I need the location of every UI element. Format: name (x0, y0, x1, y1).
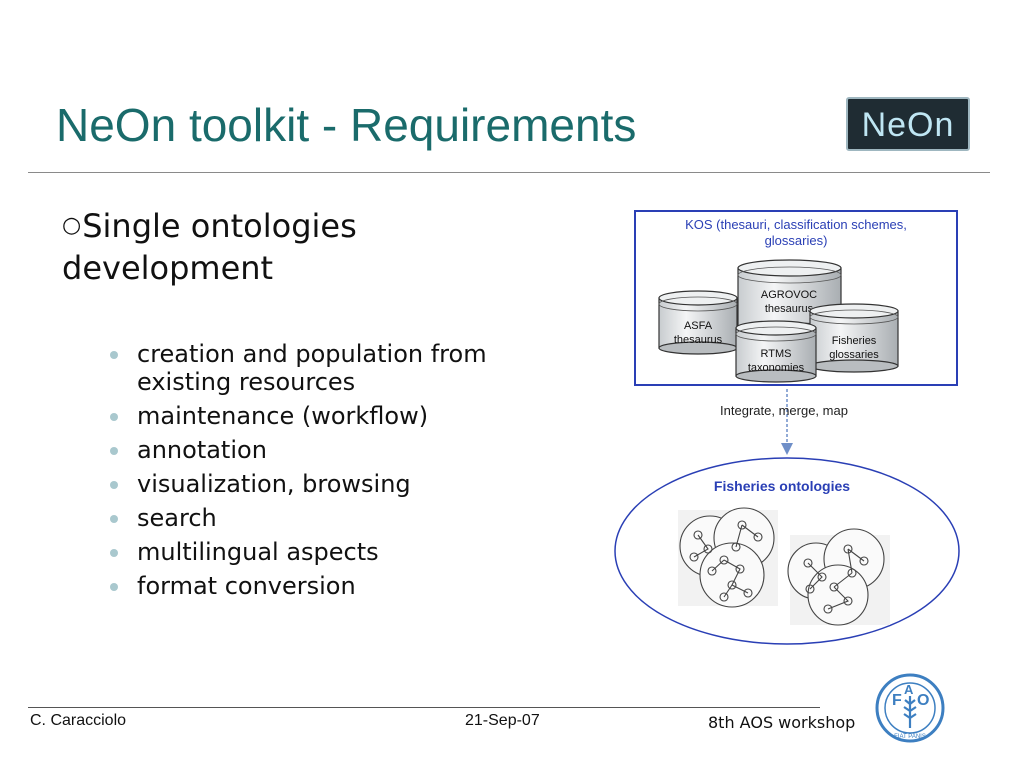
kos-integration-diagram: KOS (thesauri, classification schemes, g… (614, 210, 960, 645)
title-divider (28, 172, 990, 173)
neon-logo: NeOn (846, 97, 970, 151)
fisheries-database-icon: Fisheries glossaries (809, 303, 899, 373)
neon-logo-text: NeOn (861, 106, 955, 144)
arrowhead-icon (781, 443, 793, 455)
rtms-label-2: taxonomies (748, 362, 805, 374)
bullet-dot-icon (110, 351, 118, 359)
kos-title-line2: glossaries) (765, 233, 828, 248)
asfa-label-1: ASFA (684, 320, 713, 332)
agrovoc-label-1: AGROVOC (761, 289, 817, 301)
ontology-graph-icon (678, 507, 778, 608)
slide-title: NeOn toolkit - Requirements (56, 99, 637, 151)
list-item: annotation (110, 436, 580, 464)
list-item-text: visualization, browsing (137, 470, 411, 498)
list-item-text: annotation (137, 436, 267, 464)
rtms-database-icon: RTMS taxonomies (735, 320, 817, 383)
main-bullet-text: Single ontologies development (62, 207, 357, 287)
bullet-dot-icon (110, 549, 118, 557)
bullet-dot-icon (110, 447, 118, 455)
fao-letter-a: A (904, 682, 914, 697)
footer-divider (28, 707, 820, 708)
list-item-text: search (137, 504, 217, 532)
bullet-dot-icon (110, 583, 118, 591)
bullet-dot-icon (110, 515, 118, 523)
list-item-text: format conversion (137, 572, 356, 600)
kos-title-line1: KOS (thesauri, classification schemes, (685, 217, 907, 232)
sub-bullet-list: creation and population from existing re… (110, 340, 580, 606)
fisheries-label-2: glossaries (829, 349, 879, 361)
list-item: creation and population from existing re… (110, 340, 580, 396)
fao-letter-f: F (892, 692, 902, 709)
agrovoc-label-2: thesaurus (765, 303, 814, 315)
bullet-dot-icon (110, 481, 118, 489)
main-bullet: ○Single ontologies development (62, 205, 442, 289)
ellipse-label: Fisheries ontologies (714, 478, 850, 494)
fao-letter-o: O (917, 692, 929, 709)
list-item-text: maintenance (workflow) (137, 402, 429, 430)
list-item-text: multilingual aspects (137, 538, 379, 566)
list-item: multilingual aspects (110, 538, 580, 566)
asfa-label-2: thesaurus (674, 334, 723, 346)
footer-event: 8th AOS workshop (708, 713, 856, 732)
hollow-circle-bullet-icon: ○ (62, 213, 82, 238)
arrow-label: Integrate, merge, map (720, 403, 848, 418)
footer-date: 21-Sep-07 (465, 712, 540, 729)
list-item: maintenance (workflow) (110, 402, 580, 430)
fao-motto: FIAT PANIS (894, 734, 926, 740)
rtms-label-1: RTMS (761, 348, 792, 360)
list-item-text: creation and population from existing re… (137, 340, 487, 396)
asfa-database-icon: ASFA thesaurus (658, 290, 738, 355)
footer-author: C. Caracciolo (30, 712, 127, 729)
list-item: format conversion (110, 572, 580, 600)
fao-logo: F A O FIAT PANIS (875, 673, 945, 743)
list-item: visualization, browsing (110, 470, 580, 498)
list-item: search (110, 504, 580, 532)
fisheries-label-1: Fisheries (832, 335, 877, 347)
bullet-dot-icon (110, 413, 118, 421)
ontology-graph-icon (787, 528, 890, 626)
wheat-ear-icon (903, 696, 917, 728)
